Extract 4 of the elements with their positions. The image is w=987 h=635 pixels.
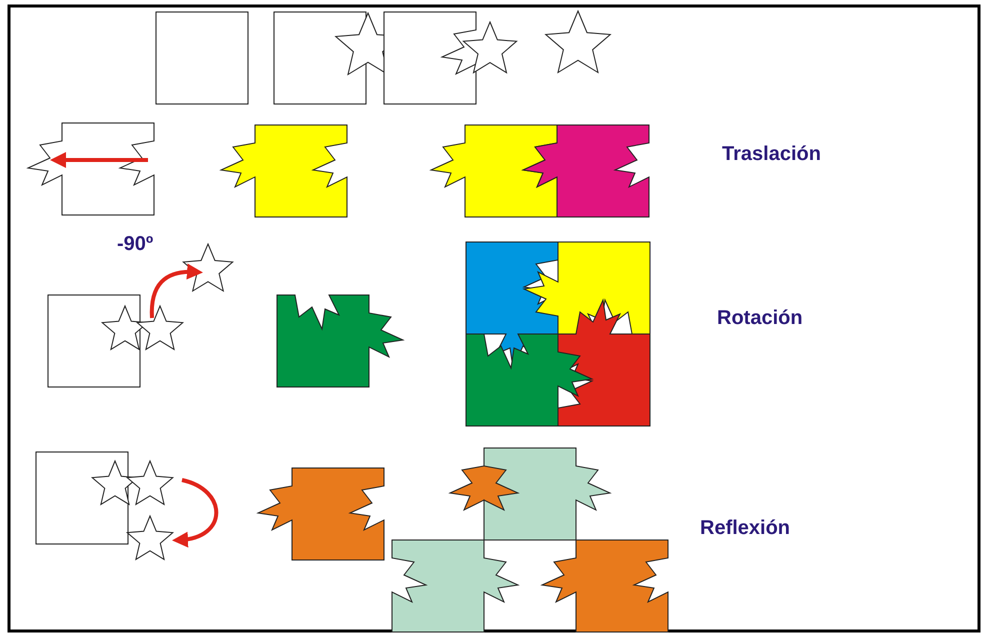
row-label: Traslación	[722, 143, 821, 166]
angle-label: -90º	[117, 233, 154, 256]
row-label: Reflexión	[700, 517, 790, 540]
row-label: Rotación	[717, 307, 803, 330]
